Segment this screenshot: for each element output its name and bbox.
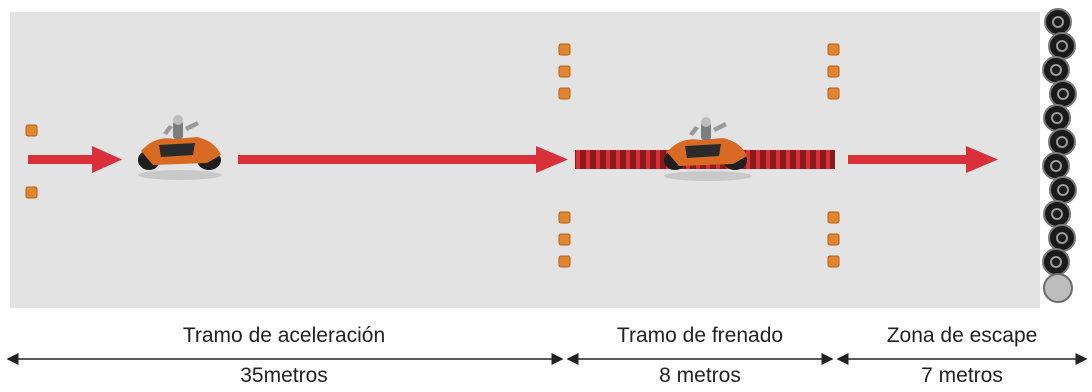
cone-icon xyxy=(827,255,840,268)
cone-group-start xyxy=(25,124,38,199)
cone-icon xyxy=(558,65,571,78)
cone-icon xyxy=(25,124,38,137)
cone-icon xyxy=(827,87,840,100)
cone-icon xyxy=(558,211,571,224)
acceleration-arrow xyxy=(238,146,568,173)
cone-icon xyxy=(558,233,571,246)
escape-arrow xyxy=(848,146,998,173)
motorcycle-icon xyxy=(664,117,752,181)
distance-label-acceleration: 35metros xyxy=(240,364,328,387)
cone-icon xyxy=(558,255,571,268)
cone-icon xyxy=(827,43,840,56)
cone-icon xyxy=(25,186,38,199)
cone-icon xyxy=(558,87,571,100)
cone-icon xyxy=(827,211,840,224)
cone-icon xyxy=(827,233,840,246)
cone-group-brake-start-top xyxy=(558,43,571,100)
tire-barrier-icon xyxy=(1040,8,1080,308)
section-label-braking: Tramo de frenado xyxy=(616,324,784,347)
distance-label-escape: 7 metros xyxy=(921,364,1003,387)
cone-icon xyxy=(558,43,571,56)
motorcycle-icon xyxy=(138,115,222,180)
start-arrow xyxy=(28,146,122,173)
section-label-acceleration: Tramo de aceleración xyxy=(182,324,386,347)
cone-group-brake-start-bottom xyxy=(558,211,571,268)
distance-label-braking: 8 metros xyxy=(659,364,741,387)
section-label-escape: Zona de escape xyxy=(886,324,1038,347)
cone-group-brake-end-top xyxy=(827,43,840,100)
cone-group-brake-end-bottom xyxy=(827,211,840,268)
cone-icon xyxy=(827,65,840,78)
